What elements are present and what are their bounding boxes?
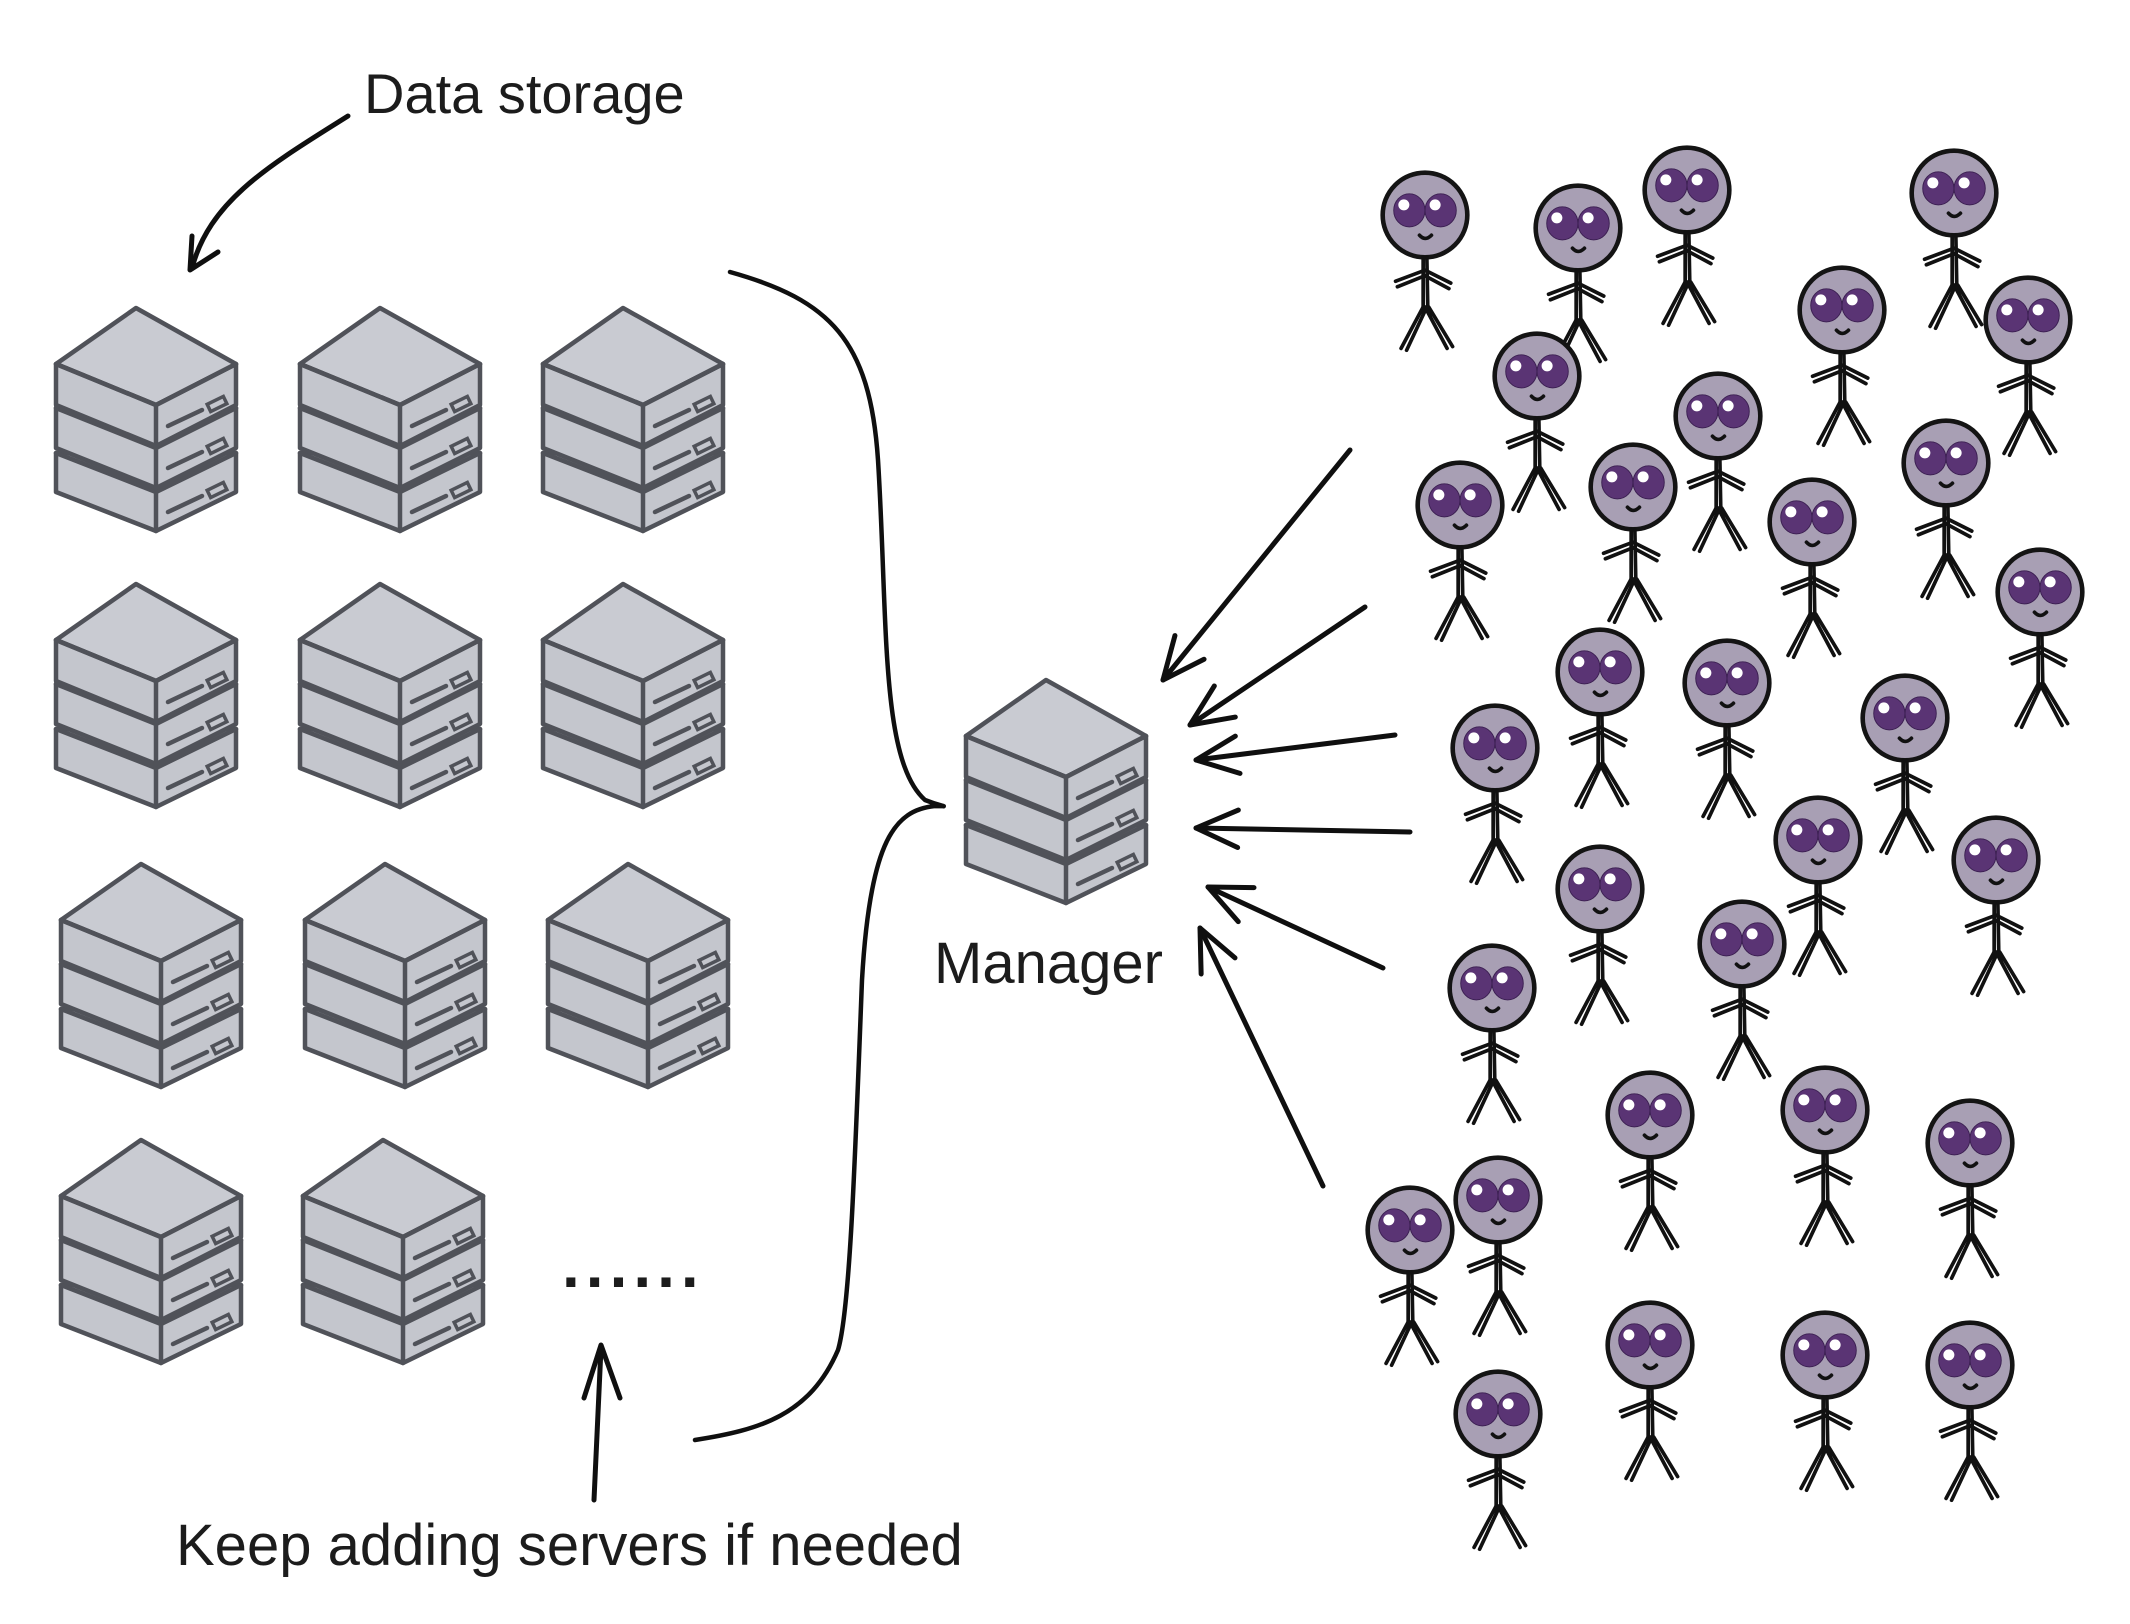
request-arrow xyxy=(1193,825,1413,835)
request-arrowhead xyxy=(1187,683,1238,728)
request-arrow xyxy=(1193,732,1398,763)
request-arrowhead xyxy=(1197,925,1238,977)
keep-adding-label: Keep adding servers if needed xyxy=(176,1513,963,1578)
ellipsis-more-servers: ...... xyxy=(562,1229,705,1301)
request-arrow xyxy=(1197,925,1326,1189)
request-arrowhead xyxy=(1193,807,1241,851)
keep-adding-arrowhead xyxy=(581,1342,623,1401)
request-arrow xyxy=(1205,884,1386,971)
grouping-brace xyxy=(692,269,946,1443)
request-arrowhead xyxy=(1160,633,1207,683)
request-arrowhead xyxy=(1205,884,1257,925)
keep-adding-arrow xyxy=(591,1345,604,1503)
manager-label: Manager xyxy=(934,931,1163,996)
request-arrow xyxy=(1160,447,1353,683)
data-storage-arrow xyxy=(189,113,351,271)
request-arrow xyxy=(1187,604,1368,728)
data-storage-arrowhead xyxy=(187,233,221,273)
request-arrows xyxy=(1160,447,1413,1189)
request-arrowhead xyxy=(1193,733,1243,776)
data-storage-label: Data storage xyxy=(364,62,685,125)
